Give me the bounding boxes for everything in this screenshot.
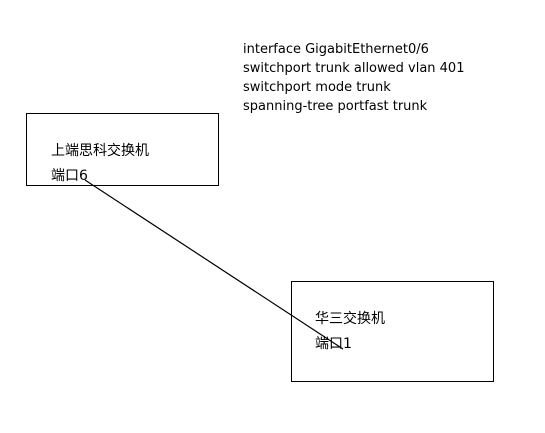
upstream-switch-name: 上端思科交换机 (51, 143, 149, 159)
config-commands: interface GigabitEthernet0/6 switchport … (243, 40, 464, 116)
downstream-switch-name: 华三交换机 (315, 311, 385, 327)
connection-line (84, 179, 344, 350)
downstream-switch-box (291, 281, 494, 382)
downstream-switch-port: 端口1 (315, 336, 352, 352)
config-line: interface GigabitEthernet0/6 (243, 42, 429, 57)
upstream-switch-port: 端口6 (51, 168, 88, 184)
upstream-switch-box (26, 113, 219, 186)
config-line: switchport mode trunk (243, 80, 391, 95)
config-line: spanning-tree portfast trunk (243, 99, 428, 114)
config-line: switchport trunk allowed vlan 401 (243, 61, 465, 76)
